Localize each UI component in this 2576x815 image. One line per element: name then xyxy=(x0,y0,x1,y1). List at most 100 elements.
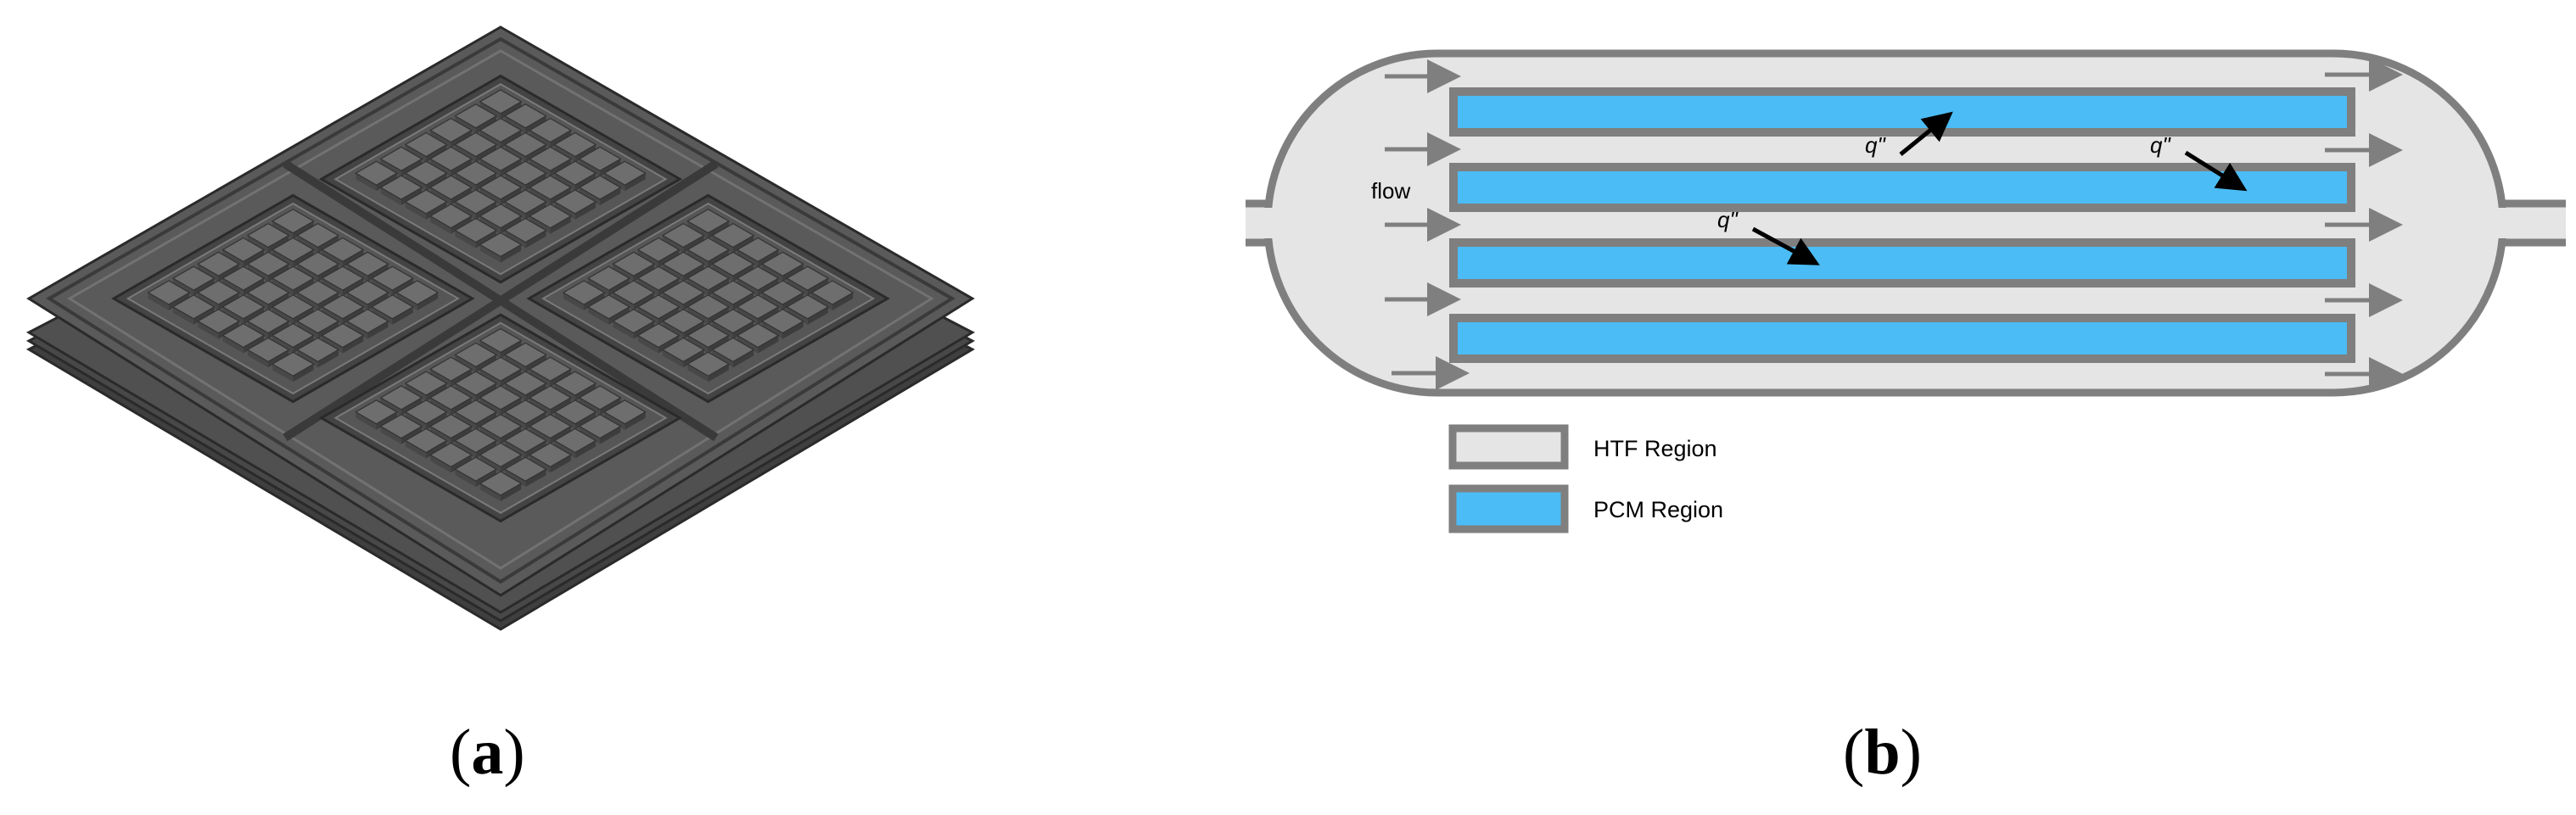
waffle-block xyxy=(454,103,498,129)
waffle-block xyxy=(428,204,473,229)
waffle-block xyxy=(503,217,547,243)
panel-b-caption: (b) xyxy=(1843,717,1922,788)
waffle-block-side xyxy=(708,364,729,382)
waffle-block xyxy=(529,204,573,229)
pcm-channel-2 xyxy=(1449,163,2355,212)
waffle-block-side xyxy=(663,349,684,368)
pcm-channel-4 xyxy=(1449,314,2355,363)
waffle-block xyxy=(355,399,399,425)
plate-quadrants xyxy=(111,74,890,523)
waffle-block xyxy=(404,189,448,215)
waffle-block-side xyxy=(832,293,854,310)
legend-swatch-htf xyxy=(1448,424,1569,470)
waffle-block xyxy=(578,385,622,410)
waffle-block xyxy=(711,337,755,363)
waffle-block xyxy=(686,265,731,291)
waffle-block xyxy=(686,237,731,263)
waffle-block-side xyxy=(392,306,413,325)
waffle-block xyxy=(246,337,290,363)
waffle-block xyxy=(428,356,473,382)
waffle-block-side xyxy=(613,321,634,339)
waffle-block xyxy=(197,251,240,276)
waffle-block xyxy=(345,280,389,305)
waffle-block xyxy=(454,131,498,158)
waffle-block xyxy=(371,265,414,291)
plate-rim-1 xyxy=(46,36,955,584)
waffle-block-side xyxy=(479,244,501,263)
legend-label-htf: HTF Region xyxy=(1593,436,1717,461)
waffle-block xyxy=(479,356,523,382)
waffle-block-side xyxy=(637,335,659,354)
waffle-block-side xyxy=(148,293,169,310)
waffle-block xyxy=(529,385,573,410)
waffle-block xyxy=(197,280,240,305)
waffle-block xyxy=(529,175,573,200)
waffle-block xyxy=(404,131,448,158)
waffle-block xyxy=(661,222,705,248)
waffle-block-side xyxy=(172,306,194,325)
waffle-block-side xyxy=(550,455,571,473)
waffle-block xyxy=(345,251,389,276)
waffle-block xyxy=(271,209,315,234)
flow-arrows xyxy=(1385,58,2403,391)
waffle-block xyxy=(736,294,780,320)
waffle-block xyxy=(147,280,191,305)
waffle-block xyxy=(602,160,647,186)
waffle-block xyxy=(503,399,547,425)
waffle-block xyxy=(661,309,705,334)
waffle-block xyxy=(321,237,365,263)
waffle-block xyxy=(428,175,473,200)
waffle-block-side xyxy=(600,426,621,444)
panel-a-caption: (a) xyxy=(450,717,525,788)
waffle-block xyxy=(355,160,399,186)
waffle-block xyxy=(221,322,266,349)
waffle-block xyxy=(271,322,315,349)
pcm-channel-1 xyxy=(1449,87,2355,137)
waffle-block xyxy=(736,322,780,349)
waffle-block xyxy=(636,265,680,291)
waffle-block xyxy=(296,280,340,305)
waffle-block xyxy=(271,294,315,320)
waffle-block xyxy=(503,371,547,396)
waffle-block xyxy=(246,309,290,334)
waffle-block-side xyxy=(501,483,522,502)
waffle-block xyxy=(479,204,523,229)
waffle-block xyxy=(345,309,389,334)
waffle-block xyxy=(479,471,523,496)
waffle-block xyxy=(479,327,523,354)
heat-flux-arrows xyxy=(1751,111,2248,265)
waffle-block-side xyxy=(807,306,829,325)
waffle-block xyxy=(761,309,804,334)
waffle-block xyxy=(711,309,755,334)
panel-a-waffle-plate xyxy=(25,25,976,631)
waffle-block xyxy=(296,309,340,334)
waffle-block xyxy=(503,131,547,158)
waffle-block xyxy=(171,294,216,320)
waffle-block-side xyxy=(732,349,754,368)
waffle-block xyxy=(553,189,597,215)
waffle-block-side xyxy=(574,201,596,220)
waffle-block xyxy=(612,309,656,334)
heat-flux-label-3: q" xyxy=(1717,207,1739,232)
waffle-block xyxy=(479,146,523,172)
waffle-block xyxy=(587,294,630,320)
waffle-block xyxy=(454,456,498,482)
waffle-block xyxy=(454,427,498,454)
waffle-block xyxy=(371,294,414,320)
waffle-block xyxy=(479,413,523,439)
waffle-block xyxy=(661,280,705,305)
waffle-block xyxy=(221,237,266,263)
waffle-block-side xyxy=(501,244,522,263)
waffle-block xyxy=(379,146,423,172)
waffle-block xyxy=(246,222,290,248)
heat-flux-label-2: q" xyxy=(2150,132,2171,158)
waffle-block-side xyxy=(356,173,377,192)
waffle-block xyxy=(321,294,365,320)
waffle-block xyxy=(428,117,473,143)
waffle-block xyxy=(578,146,622,172)
waffle-block xyxy=(479,175,523,200)
waffle-block xyxy=(246,251,290,276)
pcm-channels xyxy=(1449,87,2355,363)
legend-swatch-pcm xyxy=(1448,484,1569,533)
